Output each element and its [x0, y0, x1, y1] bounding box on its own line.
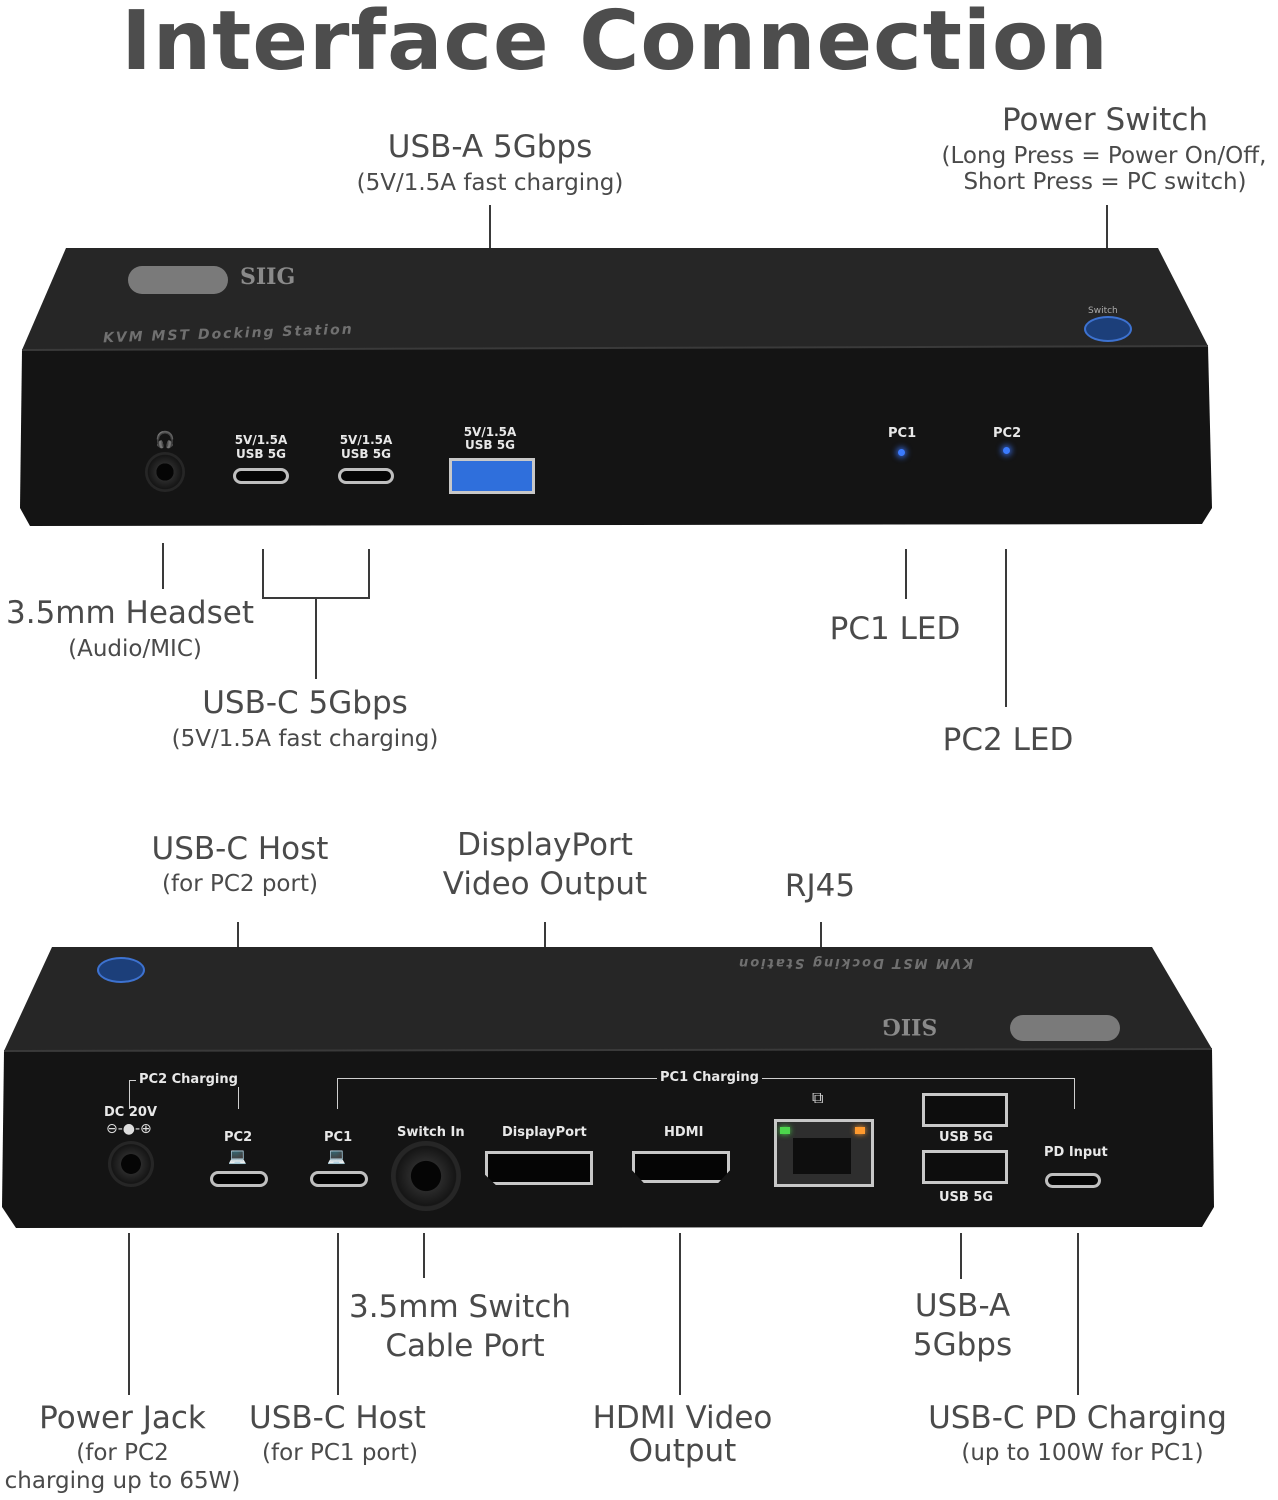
displayport-label-2: Video Output [442, 866, 648, 902]
pc2-charging-text: PC2 Charging [136, 1072, 241, 1087]
usb-a-bottom-label-2: 5Gbps [912, 1327, 1013, 1363]
port1-label-a: 5V/1.5A [234, 433, 288, 447]
rear-device-name: KVM MST Docking Station [737, 955, 974, 970]
hdmi-label-2: Output [628, 1433, 737, 1469]
usb-c-host-pc2-port[interactable] [210, 1171, 268, 1187]
dc-text: DC 20V [104, 1105, 158, 1120]
hdmi-label-1: HDMI Video [592, 1400, 773, 1436]
headset-jack[interactable] [145, 452, 185, 492]
switch-in-text: Switch In [397, 1125, 465, 1140]
dock-rear-body [2, 947, 1214, 1228]
pd-label: USB-C PD Charging [928, 1400, 1227, 1436]
power-jack[interactable] [108, 1141, 154, 1187]
pc2-led-label: PC2 LED [942, 722, 1074, 758]
switch-cable-leader [423, 1233, 425, 1278]
pc1-text: PC1 [888, 426, 917, 441]
usb-a-port-1[interactable] [922, 1093, 1008, 1127]
usb-a-port-2[interactable] [922, 1150, 1008, 1184]
pc1-led-leader [905, 549, 907, 599]
power-jack-sub2: charging up to 65W) [4, 1468, 241, 1494]
rear-brand-logo: SIIG [882, 1013, 938, 1039]
usb5g-2-text: USB 5G [939, 1190, 994, 1205]
port3-label-a: 5V/1.5A [463, 425, 517, 439]
power-jack-sub1: (for PC2 [76, 1440, 169, 1466]
pd-sub: (up to 100W for PC1) [961, 1440, 1204, 1466]
usbc-host-pc1-sub: (for PC1 port) [262, 1440, 418, 1466]
rj45-label: RJ45 [784, 868, 856, 904]
usb-c-sub: (5V/1.5A fast charging) [171, 726, 439, 752]
rj45-port[interactable] [774, 1119, 874, 1187]
usb-a-bottom-leader [960, 1233, 962, 1279]
usbc-host-pc1-leader [337, 1233, 339, 1395]
pc1-port-text: PC1 [324, 1130, 353, 1145]
dock-body [20, 248, 1212, 526]
power-jack-leader [128, 1233, 130, 1395]
port2-label-b: USB 5G [341, 447, 391, 461]
pc2-led-leader [1005, 549, 1007, 707]
power-switch-sub2: Short Press = PC switch) [963, 169, 1247, 195]
displayport-label-1: DisplayPort [457, 827, 633, 863]
network-icon: ⧉ [812, 1088, 824, 1107]
dock-rear-view: KVM MST Docking Station SIIG PC2 Chargin… [2, 945, 1214, 1230]
usb5g-1-text: USB 5G [939, 1130, 994, 1145]
headset-icon: 🎧 [155, 430, 175, 449]
headset-label: 3.5mm Headset [6, 595, 254, 631]
power-switch-label: Power Switch [1001, 102, 1209, 138]
usb-a-port[interactable] [449, 458, 535, 494]
laptop-icon: 💻 [228, 1147, 247, 1165]
brand-logo: SIIG [240, 264, 296, 290]
usb-c-host-pc1-port[interactable] [310, 1171, 368, 1187]
pc1-led-label: PC1 LED [829, 611, 961, 647]
displayport-port[interactable] [485, 1151, 593, 1185]
dock-front-view: SIIG KVM MST Docking Station Switch 🎧 5V… [18, 246, 1214, 528]
power-switch-sub1: (Long Press = Power On/Off, [941, 143, 1267, 169]
hdmi-text: HDMI [664, 1125, 704, 1140]
switch-cable-label-1: 3.5mm Switch [348, 1289, 572, 1325]
usb-a-bottom-label-1: USB-A [914, 1288, 1011, 1324]
port1-label-b: USB 5G [236, 447, 286, 461]
usb-c-label: USB-C 5Gbps [202, 685, 408, 721]
usbc-host-pc1-label: USB-C Host [249, 1400, 426, 1436]
laptop-icon: 💻 [327, 1147, 346, 1165]
usbc-host-pc2-sub: (for PC2 port) [162, 871, 318, 897]
power-jack-label: Power Jack [39, 1400, 206, 1436]
usb-c-leader-stem [315, 597, 317, 679]
switch-cable-label-2: Cable Port [385, 1328, 545, 1364]
usb-c-pd-port[interactable] [1045, 1173, 1101, 1188]
usb-c-leader-2 [368, 549, 370, 599]
dc-polarity-icon: ⊖-●-⊕ [106, 1121, 152, 1137]
usb-a-sub: (5V/1.5A fast charging) [356, 170, 624, 196]
activity-led [855, 1127, 865, 1134]
hdmi-leader [679, 1233, 681, 1395]
pd-input-text: PD Input [1044, 1145, 1108, 1160]
headset-sub: (Audio/MIC) [68, 636, 202, 662]
rear-power-switch-button[interactable] [97, 957, 145, 983]
pc2-port-text: PC2 [224, 1130, 253, 1145]
usb-c-port-2[interactable] [338, 468, 394, 484]
page-title: Interface Connection [121, 0, 1109, 89]
power-switch-button[interactable] [1084, 316, 1132, 342]
port3-label-b: USB 5G [465, 438, 515, 452]
usb-c-leader-1 [262, 549, 264, 599]
pc2-led [1003, 447, 1010, 454]
logo-icon [128, 266, 228, 294]
port2-label-a: 5V/1.5A [339, 433, 393, 447]
pc1-led [898, 449, 905, 456]
switch-text: Switch [1088, 306, 1118, 316]
rear-logo-icon [1010, 1015, 1120, 1041]
hdmi-port[interactable] [632, 1151, 730, 1183]
usbc-host-pc2-label: USB-C Host [151, 831, 329, 867]
headset-leader [162, 543, 164, 589]
usb-a-label: USB-A 5Gbps [387, 129, 593, 165]
pd-leader [1077, 1233, 1079, 1395]
pc1-charging-text: PC1 Charging [657, 1070, 762, 1085]
rj45-socket [793, 1138, 851, 1174]
link-led [780, 1127, 790, 1134]
usb-c-port-1[interactable] [233, 468, 289, 484]
dp-text: DisplayPort [502, 1125, 587, 1140]
switch-in-jack[interactable] [391, 1141, 461, 1211]
pc2-text: PC2 [993, 426, 1022, 441]
